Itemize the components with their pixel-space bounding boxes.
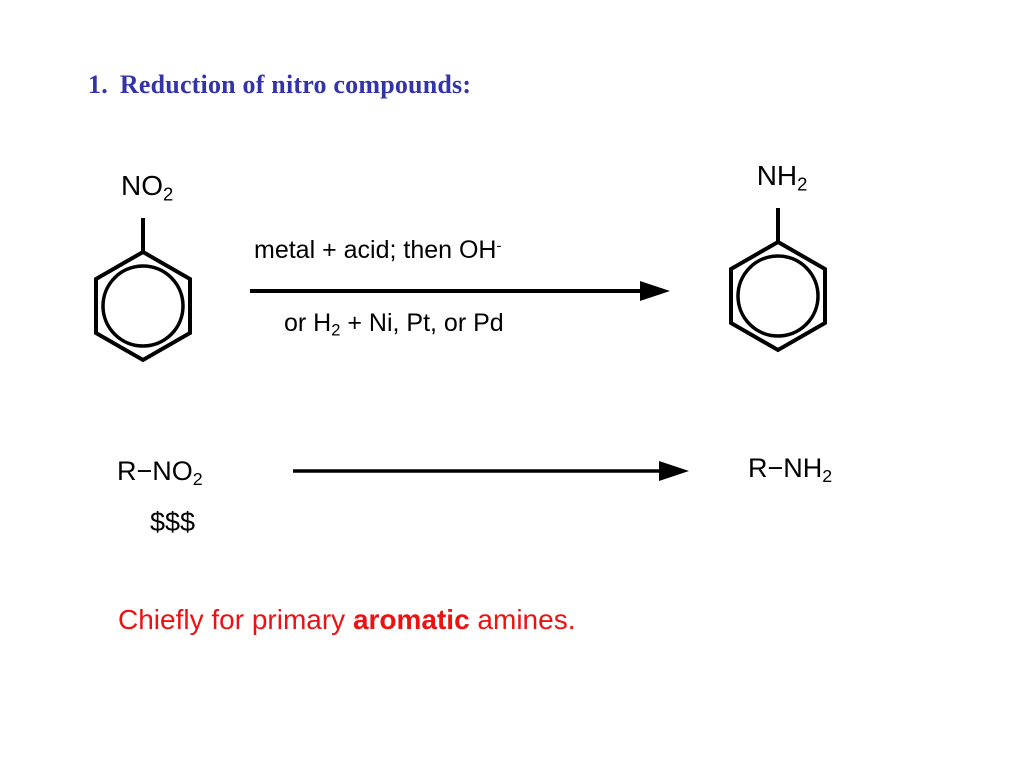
substituent-label-nh2-main: NH: [756, 160, 798, 191]
reactant-generic-nitro-sub: 2: [192, 468, 203, 489]
product-aniline: NH2: [698, 162, 858, 362]
footnote: Chiefly for primary aromatic amines.: [118, 606, 575, 634]
reaction1-arrow: [250, 281, 670, 301]
conditions-below-text1: or H: [284, 309, 332, 337]
substituent-label-nh2: NH2: [756, 160, 808, 194]
reactant-cost-note: $$$: [150, 509, 195, 536]
substituent-label-nh2-sub: 2: [797, 173, 808, 195]
reaction1-conditions-below: or H2 + Ni, Pt, or Pd: [284, 309, 504, 339]
conditions-below-text2: + Ni, Pt, or Pd: [340, 309, 504, 337]
reactant-generic-nitro-main: R−NO: [117, 456, 193, 486]
conditions-above-charge: -: [496, 237, 502, 255]
reaction1-conditions-above: metal + acid; then OH-: [254, 238, 501, 263]
benzene-ring-icon: [94, 218, 192, 363]
title-number: 1.: [88, 70, 108, 99]
substituent-label-no2-main: NO: [121, 170, 164, 201]
conditions-below-sub: 2: [331, 321, 341, 340]
product-generic-amine-sub: 2: [822, 465, 833, 486]
page-title: 1. Reduction of nitro compounds:: [88, 70, 471, 100]
substituent-label-no2: NO2: [121, 170, 173, 204]
product-generic-amine: R−NH2: [748, 453, 832, 485]
benzene-ring-icon: [729, 208, 827, 353]
title-text: Reduction of nitro compounds:: [119, 70, 472, 99]
substituent-label-no2-sub: 2: [163, 183, 174, 205]
reactant-generic-nitro: R−NO2: [117, 456, 203, 488]
conditions-above-text: metal + acid; then OH: [254, 236, 497, 264]
reactant-nitrobenzene: NO2: [63, 172, 223, 372]
product-generic-amine-main: R−NH: [748, 453, 823, 483]
reaction2-arrow: [293, 461, 689, 481]
reactant-cost-note-text: $$$: [150, 507, 196, 537]
footnote-emphasis: aromatic: [352, 604, 470, 635]
footnote-before: Chiefly for primary: [118, 604, 353, 635]
footnote-after: amines.: [469, 604, 576, 635]
